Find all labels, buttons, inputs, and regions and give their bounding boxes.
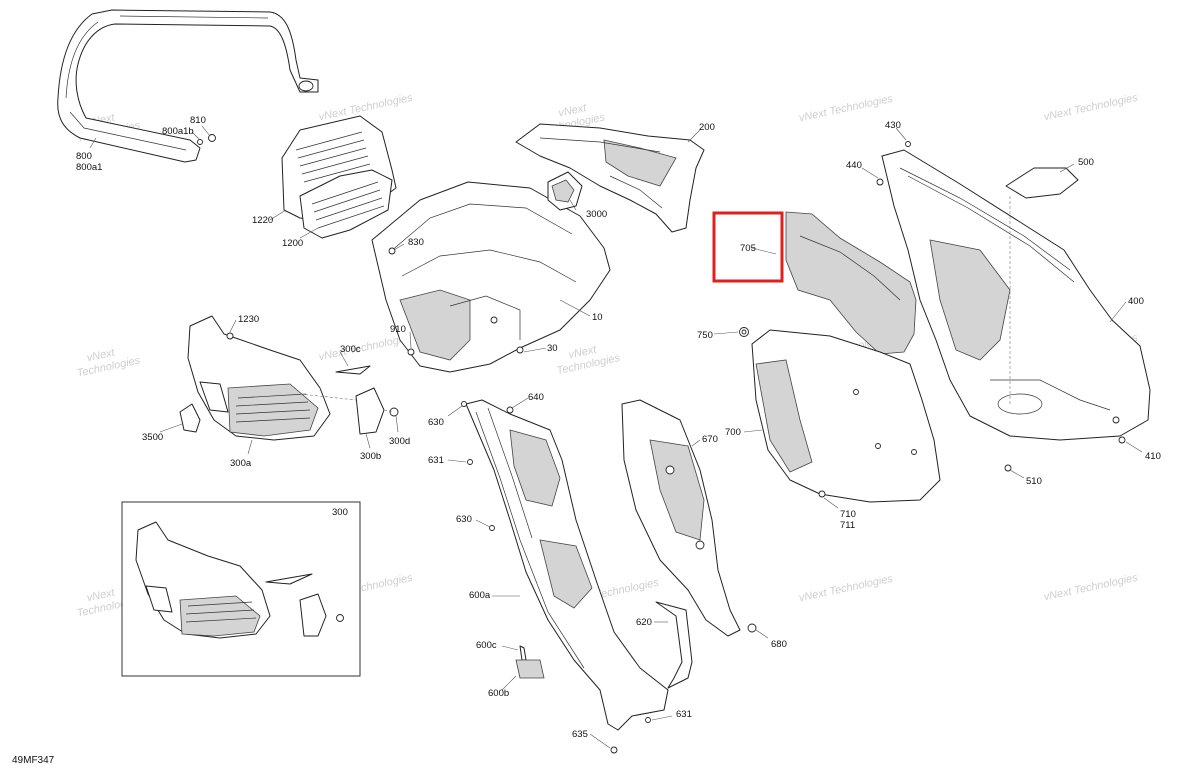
label-670[interactable]: 670	[702, 434, 718, 445]
label-30[interactable]: 30	[547, 343, 558, 354]
part-830-clip[interactable]	[388, 247, 396, 255]
label-300b[interactable]: 300b	[360, 451, 381, 462]
part-300d-clip[interactable]	[389, 407, 399, 417]
label-800[interactable]: 800	[76, 151, 92, 162]
part-300c-trim[interactable]	[335, 365, 371, 375]
watermark-text: vNext	[557, 102, 588, 120]
watermark-text: vNext Technologies	[798, 573, 894, 605]
label-600b[interactable]: 600b	[488, 688, 509, 699]
part-440-clip[interactable]	[876, 178, 884, 186]
label-630[interactable]: 630	[428, 417, 444, 428]
part-600b-pad[interactable]	[515, 659, 545, 679]
part-10-storage-bin[interactable]	[371, 181, 611, 373]
label-800a1[interactable]: 800a1	[76, 162, 102, 173]
assembly-line	[299, 393, 357, 401]
watermark-text: vNext	[568, 344, 599, 362]
watermark-text: vNext	[86, 347, 117, 365]
label-300[interactable]: 300	[332, 507, 348, 518]
part-3000-bracket[interactable]	[547, 171, 583, 211]
label-620[interactable]: 620	[636, 617, 652, 628]
watermark-text: vNext Technologies	[1043, 572, 1139, 604]
label-10[interactable]: 10	[592, 312, 603, 323]
label-631[interactable]: 631	[428, 455, 444, 466]
assembly-line	[383, 409, 393, 413]
label-200[interactable]: 200	[699, 122, 715, 133]
part-640-clip[interactable]	[506, 406, 514, 414]
label-750[interactable]: 750	[697, 330, 713, 341]
part-600a-left-side-panel[interactable]	[465, 399, 669, 731]
part-700-fender-liner[interactable]	[751, 329, 941, 503]
label-640[interactable]: 640	[528, 392, 544, 403]
watermark-text: vNext Technologies	[1043, 92, 1139, 124]
part-800-grab-bar[interactable]	[57, 9, 319, 163]
part-500-cover[interactable]	[1005, 167, 1079, 199]
label-300d[interactable]: 300d	[389, 436, 410, 447]
label-3000[interactable]: 3000	[586, 209, 607, 220]
label-630-lower[interactable]: 630	[456, 514, 472, 525]
label-430[interactable]: 430	[885, 120, 901, 131]
label-705[interactable]: 705	[740, 243, 756, 254]
label-300c[interactable]: 300c	[340, 344, 361, 355]
label-510[interactable]: 510	[1026, 476, 1042, 487]
part-300a-front-panel[interactable]	[187, 315, 331, 441]
part-635-screw[interactable]	[610, 746, 618, 754]
label-635[interactable]: 635	[572, 729, 588, 740]
part-630-screw-lower[interactable]	[489, 525, 495, 531]
part-910-screw[interactable]	[407, 348, 415, 356]
diagram-code: 49MF347	[12, 755, 55, 766]
part-510-screw[interactable]	[1004, 464, 1012, 472]
label-700[interactable]: 700	[725, 427, 741, 438]
label-600a[interactable]: 600a	[469, 590, 491, 601]
part-631-screw-bottom[interactable]	[645, 717, 651, 723]
label-500[interactable]: 500	[1078, 157, 1094, 168]
label-800a1b[interactable]: 800a1b	[162, 126, 194, 137]
label-440[interactable]: 440	[846, 160, 862, 171]
part-1200-vent-grille[interactable]	[299, 169, 393, 239]
part-630-screw[interactable]	[461, 401, 467, 407]
watermark-text: vNext Technologies	[318, 92, 414, 124]
watermark-text: vNext Technologies	[798, 93, 894, 125]
watermark-text: vNext	[86, 587, 117, 605]
label-711[interactable]: 711	[840, 520, 855, 531]
label-1220[interactable]: 1220	[252, 215, 273, 226]
label-410[interactable]: 410	[1145, 451, 1161, 462]
part-620-trim-strip[interactable]	[655, 601, 693, 689]
leader-lines	[89, 125, 1143, 749]
part-3500-light[interactable]	[179, 403, 201, 433]
part-400-rear-body-panel[interactable]	[881, 149, 1151, 441]
part-430-screw[interactable]	[905, 141, 911, 147]
part-680-clip[interactable]	[747, 623, 757, 633]
part-200-upper-console[interactable]	[515, 123, 705, 233]
part-705-inner-panel[interactable]	[785, 211, 917, 355]
label-1200[interactable]: 1200	[282, 238, 303, 249]
part-710-screw[interactable]	[818, 490, 826, 498]
part-631-screw[interactable]	[467, 459, 473, 465]
part-300b-panel-piece[interactable]	[355, 387, 385, 435]
inset-box-300[interactable]	[121, 501, 361, 677]
label-600c[interactable]: 600c	[476, 640, 497, 651]
label-300a[interactable]: 300a	[230, 458, 252, 469]
label-1230[interactable]: 1230	[238, 314, 259, 325]
part-1230-screw[interactable]	[226, 332, 234, 340]
part-410-screw[interactable]	[1118, 436, 1126, 444]
part-600c-strip[interactable]	[519, 645, 527, 661]
part-670-right-side-panel[interactable]	[621, 399, 741, 637]
label-400[interactable]: 400	[1128, 296, 1144, 307]
label-680[interactable]: 680	[771, 639, 787, 650]
label-631-bottom[interactable]: 631	[676, 709, 692, 720]
part-labels: 800 800a1 800a1b 810 1220 1200 830 3000 …	[12, 115, 1161, 766]
label-3500[interactable]: 3500	[142, 432, 163, 443]
highlight-box-705[interactable]	[712, 211, 784, 283]
label-710[interactable]: 710	[840, 509, 856, 520]
part-750-nut[interactable]	[739, 327, 749, 337]
part-810-screw[interactable]	[197, 134, 216, 145]
label-830[interactable]: 830	[408, 237, 424, 248]
label-810[interactable]: 810	[190, 115, 206, 126]
label-910[interactable]: 910	[390, 324, 406, 335]
